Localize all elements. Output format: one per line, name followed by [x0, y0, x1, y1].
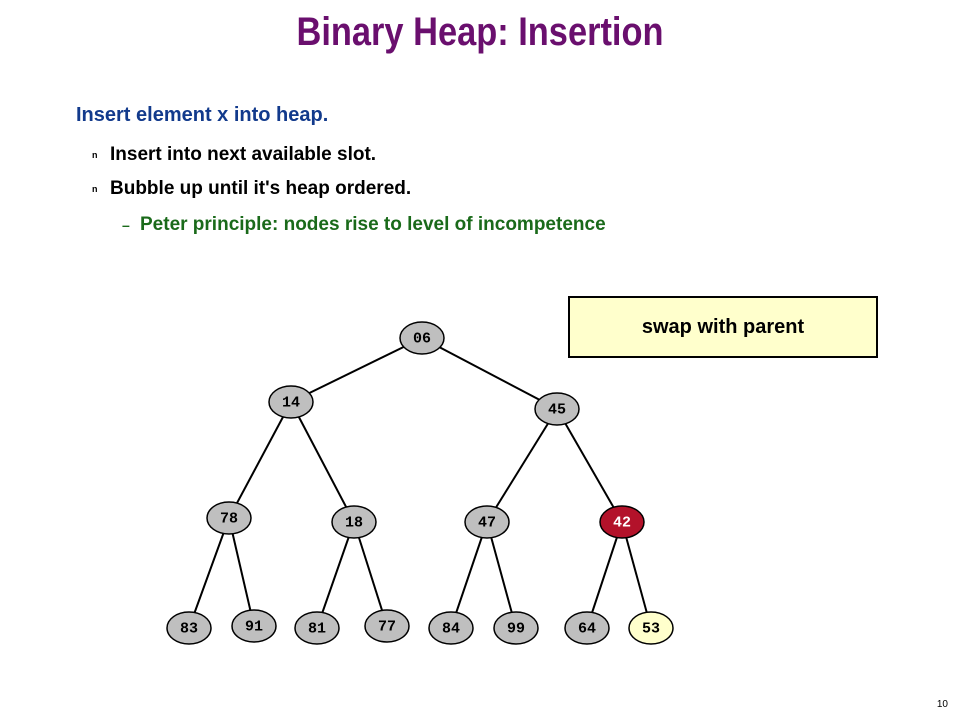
heap-node-label: 84 — [442, 621, 460, 638]
tree-edge — [228, 517, 255, 627]
heap-node-circle — [428, 611, 474, 645]
heap-node: 47 — [464, 505, 510, 539]
heap-node-circle — [628, 611, 674, 645]
heap-node: 84 — [428, 611, 474, 645]
heap-node-circle — [268, 385, 314, 419]
tree-edge — [556, 408, 623, 523]
heap-node-label: 91 — [245, 619, 263, 636]
swap-callout: swap with parent — [568, 296, 878, 358]
heap-node-circle — [294, 611, 340, 645]
bullet-text: Insert into next available slot. — [110, 144, 377, 165]
heap-node: 83 — [166, 611, 212, 645]
tree-edge — [621, 521, 652, 629]
tree-edge — [290, 337, 423, 403]
heap-node-label: 64 — [578, 621, 596, 638]
tree-edge — [188, 517, 230, 629]
heap-node: 99 — [493, 611, 539, 645]
heap-node-label: 77 — [378, 619, 396, 636]
heap-node: 14 — [268, 385, 314, 419]
tree-edge — [290, 401, 355, 523]
heap-node-circle — [206, 501, 252, 535]
heap-node-label: 53 — [642, 621, 660, 638]
heap-node-circle — [564, 611, 610, 645]
tree-edge — [450, 521, 488, 629]
sub-bullet-text: Peter principle: nodes rise to level of … — [140, 214, 606, 235]
heap-node-label: 78 — [220, 511, 238, 528]
heap-node: 53 — [628, 611, 674, 645]
heap-node-label: 83 — [180, 621, 198, 638]
heap-node: 81 — [294, 611, 340, 645]
heap-node-circle — [493, 611, 539, 645]
heap-node-circle — [166, 611, 212, 645]
heap-node: 06 — [399, 321, 445, 355]
heap-node: 18 — [331, 505, 377, 539]
heap-node-circle — [464, 505, 510, 539]
tree-edge — [486, 408, 558, 523]
heap-node-circle — [231, 609, 277, 643]
heap-node-circle — [331, 505, 377, 539]
bullet-marker: n — [92, 149, 98, 160]
heap-node: 77 — [364, 609, 410, 643]
heap-node-label: 47 — [478, 515, 496, 532]
heap-node: 64 — [564, 611, 610, 645]
bullet-text: Bubble up until it's heap ordered. — [110, 178, 412, 199]
tree-edge — [353, 521, 388, 627]
heap-node-label: 45 — [548, 402, 566, 419]
heap-node-circle — [534, 392, 580, 426]
heap-node: 78 — [206, 501, 252, 535]
heap-node-label: 81 — [308, 621, 326, 638]
tree-nodes: 06 14 45 78 18 47 42 83 91 81 77 84 99 64 53 — [166, 321, 674, 645]
heap-node: 45 — [534, 392, 580, 426]
heap-node: 42 — [599, 505, 645, 539]
page-number: 10 — [936, 699, 948, 710]
tree-edge — [316, 521, 355, 629]
bullet-item: n Insert into next available slot. — [92, 144, 376, 166]
bullet-item: n Bubble up until it's heap ordered. — [92, 178, 411, 200]
heap-node-circle — [364, 609, 410, 643]
sub-bullet-item: –Peter principle: nodes rise to level of… — [122, 214, 606, 236]
slide-title: Binary Heap: Insertion — [296, 10, 664, 54]
heap-node-label: 99 — [507, 621, 525, 638]
tree-edges — [188, 337, 652, 629]
tree-edge — [586, 521, 623, 629]
bullet-marker: n — [92, 183, 98, 194]
heap-node-label: 42 — [613, 515, 631, 532]
intro-text: Insert element x into heap. — [76, 104, 329, 126]
sub-bullet-marker: – — [122, 217, 130, 233]
tree-edge — [486, 521, 517, 629]
heap-node-label: 06 — [413, 331, 431, 348]
heap-node-label: 18 — [345, 515, 363, 532]
tree-edge — [421, 337, 558, 410]
heap-node-circle — [399, 321, 445, 355]
tree-edge — [228, 401, 292, 519]
heap-node-label: 14 — [282, 395, 300, 412]
heap-node-circle — [599, 505, 645, 539]
heap-node: 91 — [231, 609, 277, 643]
